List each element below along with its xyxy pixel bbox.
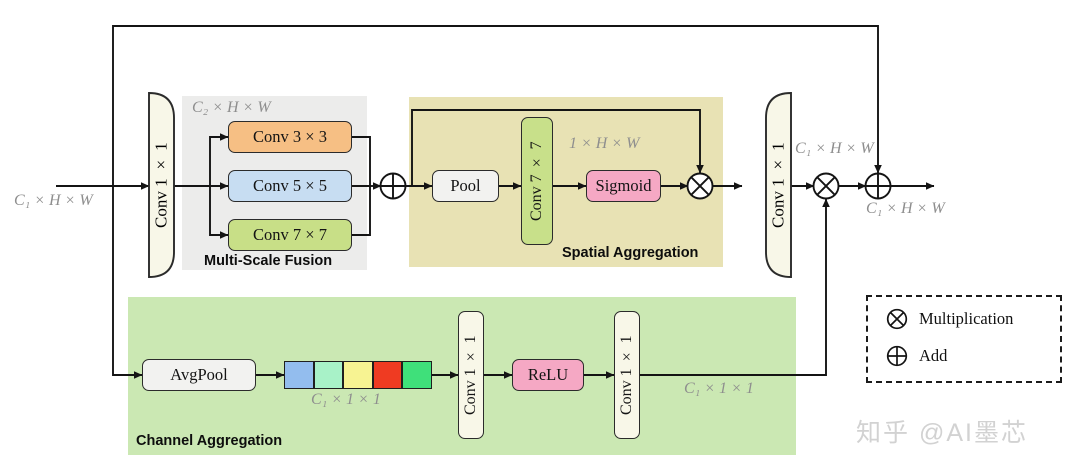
right-branch-dim-label: C₁ × H × W	[795, 140, 874, 157]
channel-conv1-box[interactable]: Conv 1 × 1	[458, 311, 484, 439]
conv-out-label: Conv 1 × 1	[768, 142, 788, 228]
spatial-aggregation-title: Spatial Aggregation	[562, 245, 699, 261]
watermark: 知乎 @AI墨芯	[856, 419, 1028, 447]
conv-7x7-box[interactable]: Conv 7 × 7	[228, 219, 352, 251]
channel-conv2-box[interactable]: Conv 1 × 1	[614, 311, 640, 439]
conv-out-shape	[765, 92, 792, 278]
vector-cell	[343, 361, 373, 389]
channel-vector-dim-label: C₁ × 1 × 1	[311, 391, 381, 408]
legend-label-multiplication: Multiplication	[919, 309, 1014, 328]
legend-item-add: Add	[886, 345, 947, 367]
vector-cell	[372, 361, 403, 389]
avgpool-box[interactable]: AvgPool	[142, 359, 256, 391]
spatial-dim-label: 1 × H × W	[569, 135, 640, 152]
sigmoid-box[interactable]: Sigmoid	[586, 170, 661, 202]
multiplication-icon	[886, 308, 908, 330]
vector-cell	[313, 361, 344, 389]
channel-aggregation-title: Channel Aggregation	[136, 433, 283, 449]
output-dim-label: C₁ × H × W	[866, 200, 945, 217]
vector-cell	[284, 361, 314, 389]
conv-in-shape	[148, 92, 175, 278]
conv-5x5-box[interactable]: Conv 5 × 5	[228, 170, 352, 202]
conv-3x3-box[interactable]: Conv 3 × 3	[228, 121, 352, 153]
pool-box[interactable]: Pool	[432, 170, 499, 202]
input-dim-label: C₁ × H × W	[14, 192, 93, 209]
add-icon	[886, 345, 908, 367]
legend-item-multiplication: Multiplication	[886, 308, 1013, 330]
c2-hw-dim-label: C₂ × H × W	[192, 99, 271, 116]
relu-box[interactable]: ReLU	[512, 359, 584, 391]
spatial-conv-7x7-box[interactable]: Conv 7 × 7	[521, 117, 553, 245]
channel-output-dim-label: C₁ × 1 × 1	[684, 380, 754, 397]
channel-vector-strip	[284, 361, 432, 389]
conv-in-label: Conv 1 × 1	[151, 142, 171, 228]
legend-label-add: Add	[919, 346, 948, 365]
multi-scale-fusion-title: Multi-Scale Fusion	[204, 253, 333, 269]
vector-cell	[402, 361, 432, 389]
